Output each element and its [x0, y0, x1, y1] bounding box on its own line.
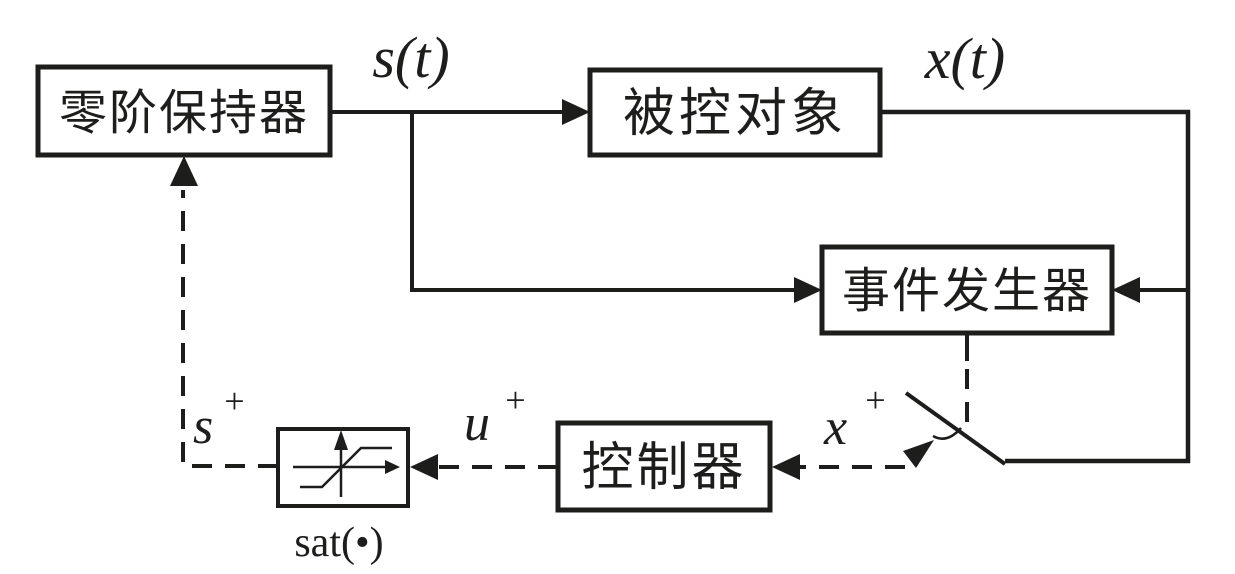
zoh-label: 零阶保持器 — [59, 87, 309, 140]
wire-s-branch — [410, 112, 798, 292]
arrowhead-left-icon — [1112, 277, 1140, 303]
wire-x-feedback — [880, 109, 1191, 464]
connector-u-plus — [410, 454, 558, 480]
arrowhead-right-icon — [562, 99, 590, 125]
block-saturation: sat(•) — [276, 427, 410, 566]
label-s-t: s(t) — [372, 25, 449, 90]
plant-box — [587, 67, 883, 158]
arrowhead-left-icon — [410, 454, 438, 480]
connector-zoh-to-plant — [330, 99, 590, 125]
saturation-curve-icon — [293, 430, 400, 497]
sat-axis-right-arrowhead-icon — [385, 460, 400, 474]
arrowhead-up-icon — [170, 156, 198, 186]
connector-s-plus — [170, 156, 278, 468]
event-generator-box — [819, 244, 1115, 336]
arrowhead-right-icon — [794, 277, 822, 303]
connector-s-branch-to-event-generator — [410, 112, 822, 303]
switch-actuation-arc-icon — [932, 427, 962, 440]
sat-axis-up-arrowhead-icon — [334, 430, 348, 450]
controller-label: 控制器 — [581, 440, 746, 497]
arrowhead-left-icon — [772, 454, 800, 480]
block-event-generator: 事件发生器 — [819, 244, 1115, 336]
label-s-plus: s + — [193, 381, 246, 455]
zoh-box — [35, 64, 333, 158]
connector-plant-feedback — [880, 109, 1191, 464]
label-x-plus: x + — [823, 380, 887, 456]
switch-arm — [904, 391, 1007, 466]
plant-label: 被控对象 — [623, 86, 847, 143]
saturation-label: sat(•) — [294, 520, 383, 566]
sampler-switch — [903, 391, 1007, 468]
event-generator-label: 事件发生器 — [842, 265, 1092, 318]
switch-sample-arrow-icon — [903, 440, 934, 468]
wire-s-plus-dashed — [181, 190, 278, 468]
sat-curve — [300, 446, 392, 489]
label-u-plus: u + — [464, 380, 527, 452]
block-plant: 被控对象 — [587, 67, 883, 158]
connector-x-plus — [772, 454, 905, 480]
block-controller: 控制器 — [555, 420, 773, 513]
label-x-t: x(t) — [924, 26, 1006, 91]
block-zoh: 零阶保持器 — [35, 64, 333, 158]
controller-box — [555, 420, 773, 513]
